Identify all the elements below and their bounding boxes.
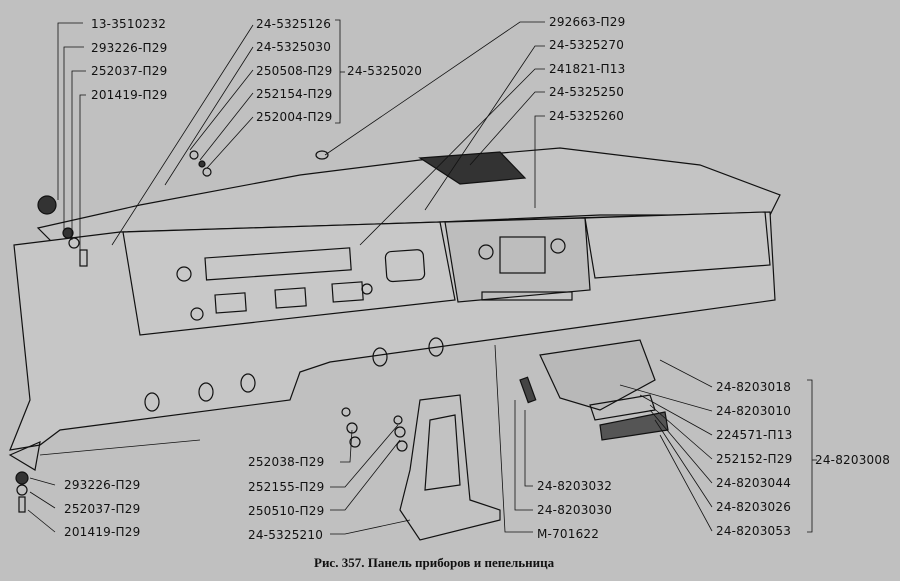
part-label: 24-5325030 <box>256 40 332 54</box>
ashtray <box>539 339 656 411</box>
part-label: 252154-П29 <box>256 87 333 101</box>
part-label: 250510-П29 <box>248 504 325 518</box>
part-label: 224571-П13 <box>716 428 793 442</box>
part-label: 24-5325270 <box>549 38 625 52</box>
vent-grille <box>418 151 527 185</box>
part-label: 24-8203053 <box>716 524 792 538</box>
part-label: 252004-П29 <box>256 110 333 124</box>
part-label: 293226-П29 <box>64 478 141 492</box>
part-label: 24-8203044 <box>716 476 792 490</box>
glovebox <box>584 211 771 279</box>
part-label: 252037-П29 <box>91 64 168 78</box>
assembly-label: 24-8203008 <box>815 453 891 467</box>
center-console <box>444 217 591 303</box>
part-label: 252152-П29 <box>716 452 793 466</box>
part-label: 293226-П29 <box>91 41 168 55</box>
part-label: 201419-П29 <box>64 525 141 539</box>
part-label: 24-8203018 <box>716 380 792 394</box>
assembly-label: 24-5325020 <box>347 64 423 78</box>
part-label: 24-8203032 <box>537 479 613 493</box>
part-label: 24-8203026 <box>716 500 792 514</box>
part-label: 241821-П13 <box>549 62 626 76</box>
part-label: 24-8203010 <box>716 404 792 418</box>
part-label: 252037-П29 <box>64 502 141 516</box>
figure-caption: Рис. 357. Панель приборов и пепельница <box>314 555 555 570</box>
part-label: 24-5325126 <box>256 17 332 31</box>
part-label: 252155-П29 <box>248 480 325 494</box>
part-label: 252038-П29 <box>248 455 325 469</box>
part-label: 13-3510232 <box>91 17 167 31</box>
part-label: М-701622 <box>537 527 600 541</box>
part-label: 24-5325210 <box>248 528 324 542</box>
part-label: 250508-П29 <box>256 64 333 78</box>
part-label: 292663-П29 <box>549 15 626 29</box>
part-label: 24-8203030 <box>537 503 613 517</box>
part-label: 201419-П29 <box>91 88 168 102</box>
instrument-cluster <box>122 221 456 336</box>
part-label: 24-5325250 <box>549 85 625 99</box>
part-label: 24-5325260 <box>549 109 625 123</box>
support-bracket <box>399 394 501 541</box>
